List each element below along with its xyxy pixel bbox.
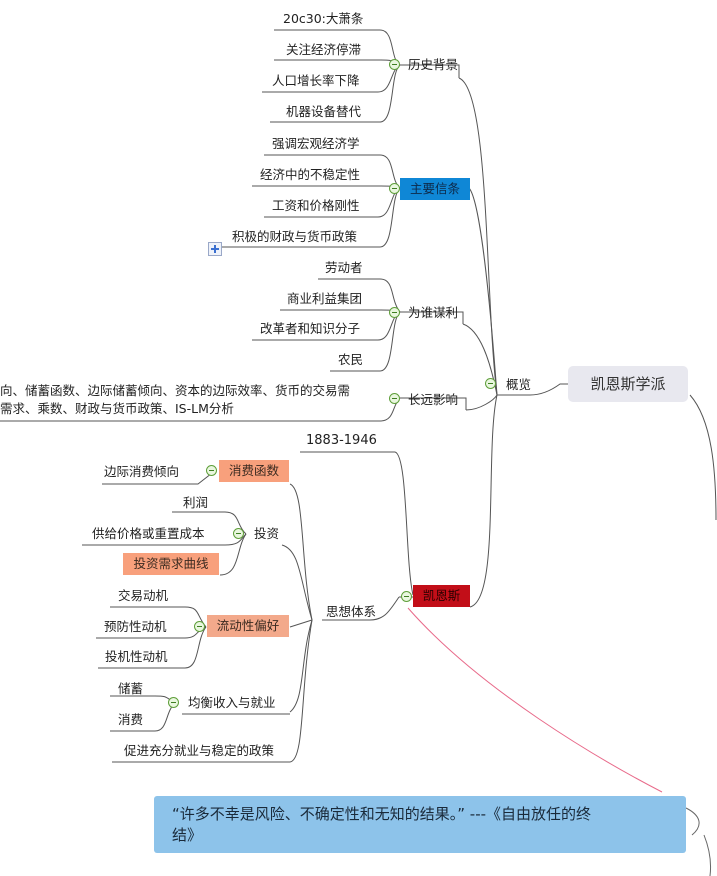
for-whom-item[interactable]: 商业利益集团	[287, 291, 363, 306]
investment-item[interactable]: 供给价格或重置成本	[92, 526, 205, 541]
for-whom-item[interactable]: 农民	[338, 352, 364, 367]
belief-item[interactable]: 工资和价格刚性	[272, 198, 360, 213]
consumption-item[interactable]: 边际消费倾向	[104, 464, 180, 479]
topic-consumption-function[interactable]: 消费函数	[219, 460, 289, 482]
investment-item[interactable]: 利润	[183, 495, 209, 510]
equilibrium-item[interactable]: 储蓄	[118, 681, 144, 696]
topic-thought-system[interactable]: 思想体系	[326, 604, 377, 619]
keynes-years[interactable]: 1883-1946	[306, 433, 377, 448]
for-whom-item[interactable]: 劳动者	[325, 260, 363, 275]
topic-liquidity-preference[interactable]: 流动性偏好	[207, 615, 289, 637]
collapse-toggle-icon[interactable]	[233, 528, 244, 539]
liquidity-item[interactable]: 预防性动机	[104, 619, 167, 634]
topic-for-whom[interactable]: 为谁谋利	[408, 305, 459, 320]
quote-callout[interactable]: “许多不幸是风险、不确定性和无知的结果。” ---《自由放任的终 结》	[154, 796, 686, 853]
expand-plus-icon[interactable]	[208, 242, 222, 256]
collapse-toggle-icon[interactable]	[389, 59, 400, 70]
topic-influence[interactable]: 长远影响	[408, 392, 459, 407]
quote-line1: “许多不幸是风险、不确定性和无知的结果。” ---《自由放任的终	[172, 805, 592, 823]
collapse-toggle-icon[interactable]	[401, 591, 412, 602]
topic-keynes[interactable]: 凯恩斯	[413, 585, 470, 607]
influence-text-line2[interactable]: 需求、乘数、财政与货币政策、IS-LM分析	[0, 401, 234, 416]
collapse-toggle-icon[interactable]	[168, 697, 179, 708]
collapse-toggle-icon[interactable]	[485, 378, 496, 389]
collapse-toggle-icon[interactable]	[389, 307, 400, 318]
for-whom-item[interactable]: 改革者和知识分子	[260, 321, 361, 336]
topic-investment[interactable]: 投资	[254, 526, 280, 541]
history-item[interactable]: 人口增长率下降	[272, 73, 360, 88]
topic-history[interactable]: 历史背景	[408, 57, 459, 72]
belief-item[interactable]: 强调宏观经济学	[272, 136, 360, 151]
collapse-toggle-icon[interactable]	[389, 393, 400, 404]
history-item[interactable]: 20c30:大萧条	[283, 11, 364, 26]
collapse-toggle-icon[interactable]	[206, 465, 217, 476]
liquidity-item[interactable]: 交易动机	[118, 588, 169, 603]
topic-equilibrium[interactable]: 均衡收入与就业	[188, 695, 276, 710]
equilibrium-item[interactable]: 消费	[118, 712, 144, 727]
influence-text-line1[interactable]: 向、储蓄函数、边际储蓄倾向、资本的边际效率、货币的交易需	[0, 383, 351, 398]
belief-item[interactable]: 经济中的不稳定性	[260, 167, 361, 182]
root-topic[interactable]: 凯恩斯学派	[568, 366, 688, 402]
history-item[interactable]: 机器设备替代	[286, 104, 362, 119]
history-item[interactable]: 关注经济停滞	[286, 42, 362, 57]
liquidity-item[interactable]: 投机性动机	[105, 649, 168, 664]
topic-overview[interactable]: 概览	[506, 377, 532, 392]
topic-policy[interactable]: 促进充分就业与稳定的政策	[124, 743, 275, 758]
topic-investment-demand-curve[interactable]: 投资需求曲线	[123, 553, 219, 575]
collapse-toggle-icon[interactable]	[194, 621, 205, 632]
topic-beliefs[interactable]: 主要信条	[400, 178, 470, 200]
collapse-toggle-icon[interactable]	[389, 183, 400, 194]
belief-item[interactable]: 积极的财政与货币政策	[232, 229, 358, 244]
quote-line2: 结》	[172, 826, 203, 844]
